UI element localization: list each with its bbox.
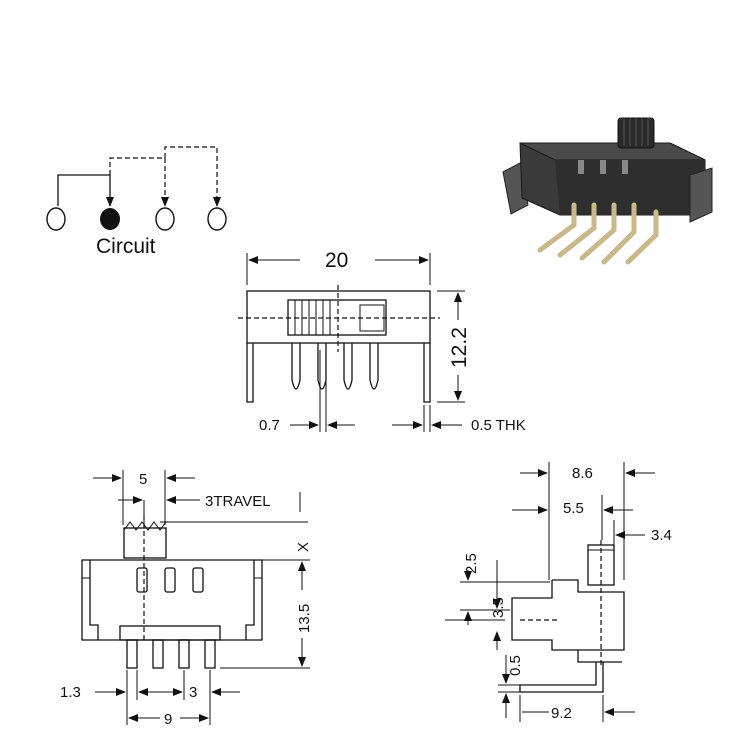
dim-overall: 8.6: [572, 465, 593, 482]
side-view: 8.6 5.5 3.4 2.5 3.5 0.5: [445, 462, 672, 722]
circuit-terminal-3: [155, 207, 175, 231]
circuit-solid-link: [57, 174, 114, 207]
dim-pin-width: 0.7: [259, 417, 280, 434]
dim-pin-span: 9: [164, 711, 172, 728]
circuit-label: Circuit: [96, 235, 156, 258]
dim-pin-offset: 1.3: [60, 684, 81, 701]
circuit-dashed-link-2: [164, 146, 221, 207]
product-photo: [502, 117, 713, 265]
dim-height: 12.2: [448, 327, 471, 368]
dim-thk: 0.5: [507, 655, 524, 676]
circuit-terminal-common: [100, 208, 120, 230]
dim-travel: 3TRAVEL: [205, 493, 271, 510]
dim-bottom: 9.2: [551, 705, 572, 722]
circuit-diagram: Circuit: [46, 146, 227, 258]
dim-pin-pitch: 3: [189, 684, 197, 701]
top-view: 20 12.2 0.7: [238, 249, 526, 434]
dim-body-height: 13.5: [296, 604, 313, 633]
dim-thickness: 0.5 THK: [471, 417, 526, 434]
front-view: 5 3TRAVEL X 13.5: [60, 470, 313, 728]
circuit-terminal-4: [207, 207, 227, 231]
dim-mid: 3.5: [490, 597, 507, 618]
dim-to-knob: 5.5: [563, 500, 584, 517]
dim-upper: 2.5: [463, 553, 480, 574]
dim-knob-width: 5: [139, 471, 147, 488]
circuit-dashed-link-1: [109, 157, 169, 207]
label-x: X: [295, 542, 312, 552]
dim-knob: 3.4: [651, 527, 672, 544]
dim-width: 20: [325, 249, 348, 272]
circuit-terminal-1: [46, 207, 66, 231]
